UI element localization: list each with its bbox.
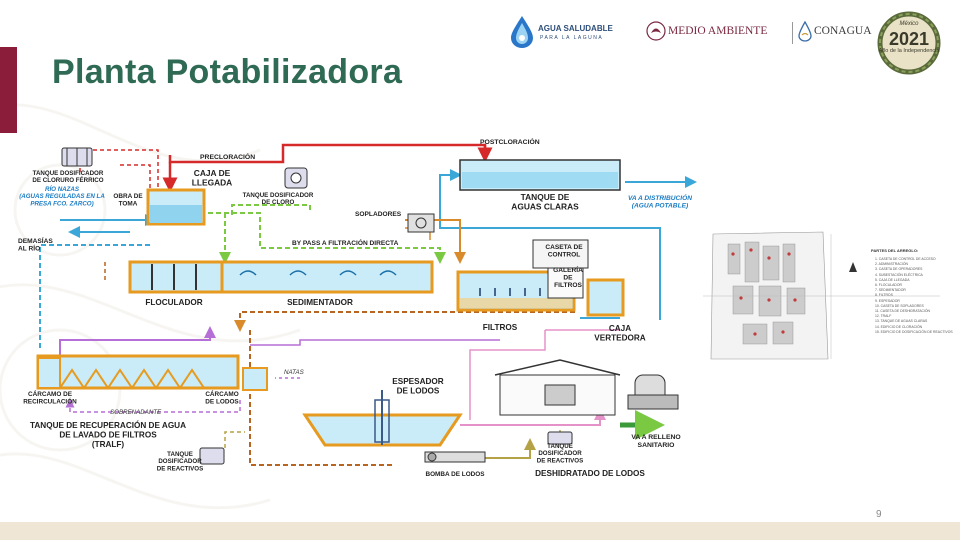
label-deshidratado: DESHIDRATADO DE LODOS (535, 469, 645, 478)
site-map-legend-item: 2. ADMINISTRACIÓN (875, 262, 908, 267)
caseta-control (532, 239, 589, 299)
green-return-line (231, 204, 311, 215)
floculador-tank (128, 260, 224, 294)
label-bomba-lodos: BOMBA DE LODOS (425, 471, 485, 478)
agua-saludable-logo: AGUA SALUDABLE PARA LA LAGUNA (508, 14, 616, 48)
site-map-legend-item: 13. TANQUE DE AGUAS CLARAS (875, 319, 928, 324)
label-floculador: FLOCULADOR (145, 298, 202, 307)
conagua-name: CONAGUA (814, 25, 872, 37)
site-map-legend-item: 4. SUBESTACIÓN ELÉCTRICA (875, 272, 923, 277)
carcamo-lodos-box (242, 367, 268, 391)
label-sobrenadante: SOBRENADANTE (110, 409, 162, 416)
reactivos-tank-2-icon (547, 431, 573, 445)
deshidratado-building (494, 359, 679, 416)
site-map-legend-item: 1. CASETA DE CONTROL DE ACCESO (875, 257, 936, 261)
sedimentador-tank (220, 260, 434, 294)
label-precloracion: PRECLORACIÓN (200, 152, 255, 161)
label-natas: NATAS (284, 369, 305, 376)
water-drop-icon (511, 16, 533, 48)
site-map-legend-item: 14. EDIFICIO DE CLORACIÓN (875, 324, 923, 329)
site-map: PARTES DEL ARREGLO: 1. CASETA DE CONTROL… (703, 224, 953, 367)
cloruro-tank-icon (61, 147, 93, 167)
site-map-legend-item: 5. CAJA DE LLEGADA (875, 277, 910, 282)
tanque-aguas-claras (459, 159, 621, 191)
page-title: Planta Potabilizadora (52, 53, 403, 91)
site-map-legend-item: 8. FILTROS (875, 293, 893, 298)
mexico-2021-logo: México 2021 Año de la Independencia (876, 10, 942, 76)
clear-water-feed-line (439, 169, 661, 320)
caja-de-llegada (146, 188, 206, 226)
site-map-legend-item: 15. EDIFICIO DE DOSIFICACIÓN DE REACTIVO… (875, 329, 953, 334)
bypass-line (192, 212, 446, 264)
site-map-legend-item: 9. ESPESADOR (875, 298, 900, 303)
mexico-2021-line2: Año de la Independencia (878, 48, 940, 54)
cloro-tank-icon (284, 167, 308, 189)
sopladores-icon (407, 213, 435, 233)
recirculation-line (59, 326, 216, 358)
page-number: 9 (876, 509, 882, 520)
site-map-legend-item: 7. SEDIMENTADOR (875, 288, 906, 293)
tralf-tank (36, 354, 240, 390)
mexico-2021-year: 2021 (888, 29, 930, 49)
caja-vertedora (586, 278, 625, 317)
carcamo-recirculacion-box (37, 357, 61, 389)
medio-ambiente-name: MEDIO AMBIENTE (668, 25, 768, 37)
site-map-legend-item: 3. CASETA DE OPERADORES (875, 267, 923, 272)
site-map-drawing (703, 224, 940, 367)
purple-upper-line (250, 339, 500, 346)
label-sopladores: SOPLADORES (355, 211, 402, 218)
site-map-legend-item: 6. FLOCULADOR (875, 283, 902, 288)
conagua-drop-icon (798, 20, 812, 42)
bomba-lodos-icon (424, 451, 486, 463)
label-postcloracion: POSTCLORACIÓN (480, 137, 540, 146)
label-sedimentador: SEDIMENTADOR (287, 298, 353, 307)
mexico-2021-line1: México (899, 21, 919, 27)
agua-saludable-name: AGUA SALUDABLE (538, 24, 613, 33)
site-map-legend-item: 11. CASETA DE DESHIDRATACIÓN (875, 309, 930, 314)
site-map-legend-item: 10. CASETA DE SOPLADORES (875, 303, 924, 308)
pink-return-line (469, 330, 546, 420)
site-map-legend-item: 12. TRALF (875, 314, 892, 319)
conagua-logo: CONAGUA (797, 20, 877, 48)
espesador-lodos (302, 390, 463, 447)
medio-ambiente-logo: MEDIO AMBIENTE (646, 20, 796, 48)
site-map-legend-title: PARTES DEL ARREGLO: (871, 248, 919, 253)
agua-saludable-subtitle: PARA LA LAGUNA (540, 35, 604, 41)
accent-bar (0, 47, 17, 133)
eagle-seal-icon (646, 21, 666, 41)
label-bypass: BY PASS A FILTRACIÓN DIRECTA (292, 238, 399, 247)
label-va-distribucion: VA A DISTRIBUCIÓN(AGUA POTABLE) (628, 193, 692, 210)
footer-bar (0, 522, 960, 540)
reactivos-line (224, 431, 245, 448)
sludge-return-line (234, 311, 575, 332)
label-filtros: FILTROS (483, 323, 518, 332)
logo-separator (792, 22, 793, 44)
serpent-ring-icon (877, 11, 941, 75)
demasias-line (39, 244, 150, 350)
reactivos-tank-1-icon (199, 447, 225, 465)
